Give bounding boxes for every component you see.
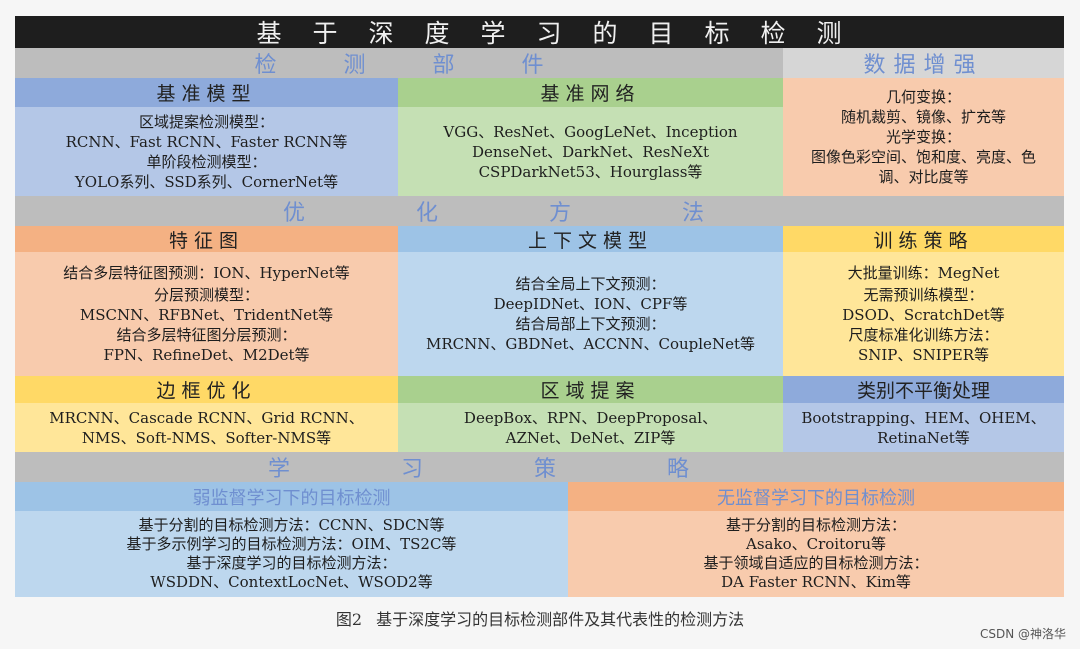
cell-line: 随机裁剪、镜像、扩充等 (840, 108, 1006, 126)
section-data-augmentation: 数据增强 (783, 48, 1064, 78)
cell-line: NMS、Soft-NMS、Softer-NMS等 (81, 428, 332, 447)
cell-class-imbalance: Bootstrapping、HEM、OHEM、 RetinaNet等 (783, 403, 1064, 452)
section-learning-strategies: 学 习 策 略 (15, 452, 1064, 482)
cell-line: RetinaNet等 (877, 428, 970, 447)
cell-data-augmentation: 几何变换： 随机裁剪、镜像、扩充等 光学变换： 图像色彩空间、饱和度、亮度、色 … (783, 78, 1064, 196)
section-optimization-methods: 优 化 方 法 (15, 196, 1064, 226)
cell-training-strategy: 大批量训练：MegNet 无需预训练模型： DSOD、ScratchDet等 尺… (783, 252, 1064, 376)
cell-line: 调、对比度等 (878, 168, 969, 186)
cell-line: FPN、RefineDet、M2Det等 (103, 346, 310, 364)
cell-line: DSOD、ScratchDet等 (842, 306, 1005, 324)
cell-line: VGG、ResNet、GoogLeNet、Inception (443, 122, 738, 141)
cell-feature-map: 结合多层特征图预测：ION、HyperNet等 分层预测模型： MSCNN、RF… (15, 252, 398, 376)
header-region-proposal: 区域提案 (398, 376, 783, 403)
cell-line: RCNN、Fast RCNN、Faster RCNN等 (65, 132, 348, 151)
cell-line: 基于深度学习的目标检测方法： (186, 554, 397, 572)
cell-line: Asako、Croitoru等 (746, 535, 886, 553)
cell-region-proposal: DeepBox、RPN、DeepProposal、 AZNet、DeNet、ZI… (398, 403, 783, 452)
cell-line: 单阶段检测模型： (146, 152, 267, 171)
cell-weakly-supervised: 基于分割的目标检测方法：CCNN、SDCN等 基于多示例学习的目标检测方法：OI… (15, 511, 568, 597)
cell-context-model: 结合全局上下文预测： DeepIDNet、ION、CPF等 结合局部上下文预测：… (398, 252, 783, 376)
cell-line: DeepIDNet、ION、CPF等 (493, 295, 688, 313)
cell-line: 基于分割的目标检测方法：CCNN、SDCN等 (138, 516, 445, 534)
header-bbox-optimization: 边框优化 (15, 376, 398, 403)
cell-line: 基于分割的目标检测方法： (725, 516, 906, 534)
cell-line: 几何变换： (885, 88, 961, 106)
header-context-model: 上下文模型 (398, 226, 783, 252)
section-detection-components: 检 测 部 件 (15, 48, 783, 78)
header-baseline-model: 基准模型 (15, 78, 398, 107)
header-unsupervised: 无监督学习下的目标检测 (568, 482, 1064, 511)
header-training-strategy: 训练策略 (783, 226, 1064, 252)
cell-line: YOLO系列、SSD系列、CornerNet等 (74, 172, 339, 191)
cell-line: DA Faster RCNN、Kim等 (721, 573, 911, 591)
cell-line: Bootstrapping、HEM、OHEM、 (801, 408, 1046, 427)
cell-line: MRCNN、GBDNet、ACCNN、CoupleNet等 (426, 335, 755, 353)
cell-line: MRCNN、Cascade RCNN、Grid RCNN、 (49, 408, 364, 427)
cell-line: 大批量训练：MegNet (847, 264, 1000, 282)
header-class-imbalance: 类别不平衡处理 (783, 376, 1064, 403)
cell-line: 结合多层特征图预测：ION、HyperNet等 (63, 264, 350, 282)
cell-line: 区域提案检测模型： (138, 112, 274, 131)
header-weakly-supervised: 弱监督学习下的目标检测 (15, 482, 568, 511)
cell-line: 分层预测模型： (153, 286, 259, 304)
cell-line: AZNet、DeNet、ZIP等 (505, 428, 676, 447)
cell-line: DeepBox、RPN、DeepProposal、 (463, 408, 718, 427)
cell-backbone-network: VGG、ResNet、GoogLeNet、Inception DenseNet、… (398, 107, 783, 196)
cell-unsupervised: 基于分割的目标检测方法： Asako、Croitoru等 基于领域自适应的目标检… (568, 511, 1064, 597)
watermark: CSDN @神洛华 (979, 627, 1066, 641)
figure-label: 图2 (335, 610, 363, 629)
cell-line: 基于多示例学习的目标检测方法：OIM、TS2C等 (126, 535, 457, 553)
cell-line: 图像色彩空间、饱和度、亮度、色 (810, 148, 1036, 166)
cell-line: WSDDN、ContextLocNet、WSOD2等 (150, 573, 433, 591)
diagram-title: 基于深度学习的目标检测 (15, 16, 1064, 48)
cell-line: 结合全局上下文预测： (515, 275, 666, 293)
cell-line: CSPDarkNet53、Hourglass等 (478, 162, 703, 181)
cell-line: 结合多层特征图分层预测： (116, 326, 297, 344)
cell-line: 结合局部上下文预测： (515, 315, 666, 333)
header-feature-map: 特征图 (15, 226, 398, 252)
header-backbone-network: 基准网络 (398, 78, 783, 107)
cell-line: MSCNN、RFBNet、TridentNet等 (79, 306, 334, 324)
cell-line: 尺度标准化训练方法： (848, 326, 999, 344)
cell-line: SNIP、SNIPER等 (857, 346, 990, 364)
cell-line: 基于领域自适应的目标检测方法： (703, 554, 929, 572)
cell-line: 无需预训练模型： (863, 286, 984, 304)
cell-line: 光学变换： (885, 128, 961, 146)
cell-line: DenseNet、DarkNet、ResNeXt (471, 142, 709, 161)
figure-caption-text: 基于深度学习的目标检测部件及其代表性的检测方法 (376, 610, 745, 629)
cell-baseline-model: 区域提案检测模型： RCNN、Fast RCNN、Faster RCNN等 单阶… (15, 107, 398, 196)
figure-caption: 图2 基于深度学习的目标检测部件及其代表性的检测方法 (0, 606, 1080, 630)
cell-bbox-optimization: MRCNN、Cascade RCNN、Grid RCNN、 NMS、Soft-N… (15, 403, 398, 452)
